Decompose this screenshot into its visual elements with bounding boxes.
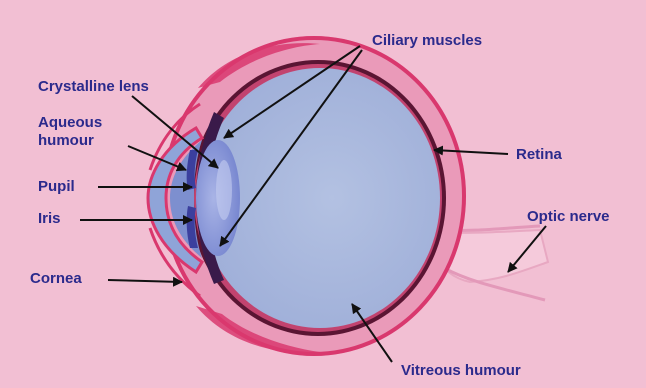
- label-crystalline-lens: Crystalline lens: [38, 78, 149, 96]
- label-retina: Retina: [516, 146, 562, 164]
- label-cornea: Cornea: [30, 270, 82, 288]
- crystalline-lens-highlight: [216, 160, 232, 220]
- label-ciliary-muscles: Ciliary muscles: [372, 32, 482, 50]
- label-vitreous-humour: Vitreous humour: [401, 362, 521, 380]
- label-iris: Iris: [38, 210, 61, 228]
- label-optic-nerve: Optic nerve: [527, 208, 610, 226]
- label-aqueous-humour: Aqueous humour: [38, 114, 128, 150]
- label-pupil: Pupil: [38, 178, 75, 196]
